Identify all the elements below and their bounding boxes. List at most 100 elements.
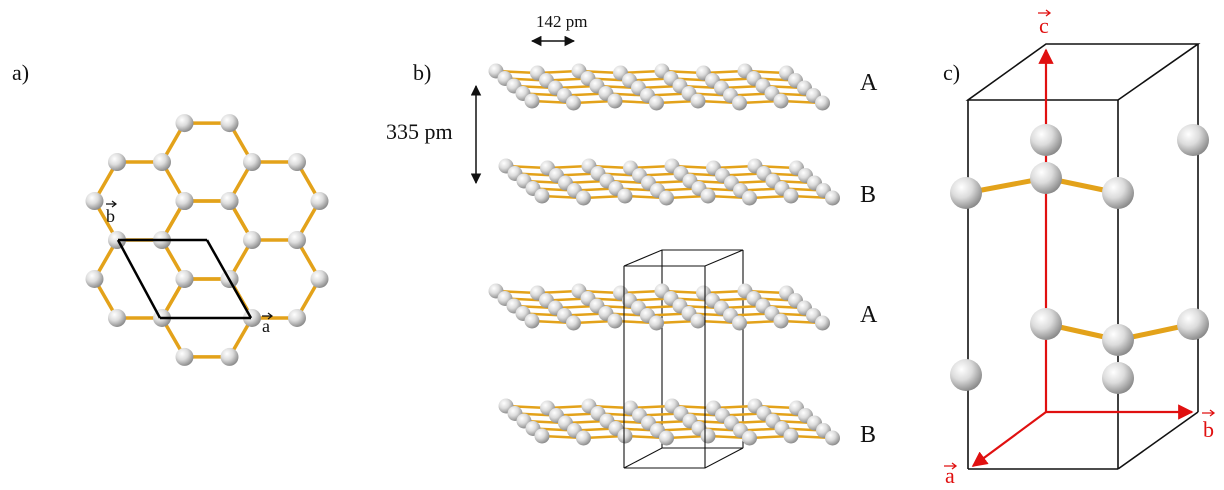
carbon-atom <box>534 428 550 444</box>
axis-a-arrow-icon <box>944 462 958 470</box>
carbon-atom <box>607 313 623 329</box>
carbon-atom <box>524 93 540 109</box>
carbon-atom <box>108 308 126 327</box>
cell-edge <box>1117 411 1199 470</box>
cell-top-face <box>965 43 1201 101</box>
carbon-atom <box>175 269 194 288</box>
carbon-atom <box>607 93 623 109</box>
carbon-atom <box>1030 162 1062 194</box>
carbon-atom <box>524 313 540 329</box>
carbon-atom <box>783 428 799 444</box>
vector-b-label: b <box>106 206 115 226</box>
carbon-atom <box>85 192 104 211</box>
carbon-atom <box>732 95 747 111</box>
carbon-atom <box>1102 362 1134 394</box>
carbon-atom <box>576 430 591 446</box>
layer-label-b2: B <box>860 422 876 448</box>
carbon-atom <box>815 315 830 331</box>
carbon-atom <box>659 190 674 206</box>
carbon-atom <box>649 95 664 111</box>
carbon-atom <box>617 428 633 444</box>
carbon-atom <box>288 308 306 327</box>
graphene-layers <box>488 63 840 446</box>
unit-cell-box <box>965 43 1201 470</box>
unit-cell-edge <box>205 239 253 319</box>
carbon-atom <box>243 153 261 172</box>
carbon-atom <box>950 177 982 209</box>
panel-c-label: c) <box>943 60 960 85</box>
carbon-atom <box>700 428 716 444</box>
carbon-atom <box>742 430 757 446</box>
axis-c-arrow-icon <box>1038 9 1052 17</box>
carbon-atom <box>732 315 747 331</box>
carbon-atom <box>783 188 799 204</box>
axis-a-arrow <box>971 411 1047 467</box>
unit-cell-edge <box>116 239 162 319</box>
panel-c-unit-cell: c) c b a <box>943 9 1216 488</box>
carbon-atom <box>659 430 674 446</box>
bond-length-label: 142 pm <box>536 12 587 31</box>
carbon-atom <box>175 347 194 366</box>
graphene-layer <box>488 63 830 111</box>
carbon-atom <box>700 188 716 204</box>
panel-b-label: b) <box>413 60 431 85</box>
carbon-atom <box>773 93 789 109</box>
carbon-atom <box>243 231 261 249</box>
carbon-atom <box>1102 177 1134 209</box>
vector-a-label: a <box>262 316 270 336</box>
layer-label-a2: A <box>860 302 878 328</box>
carbon-atom <box>649 315 664 331</box>
carbon-atom <box>825 190 840 206</box>
carbon-atom <box>1177 124 1209 156</box>
carbon-atom <box>1030 124 1062 156</box>
cell-bonds <box>963 175 1196 343</box>
carbon-atom <box>617 188 633 204</box>
panel-a-label: a) <box>12 60 29 85</box>
carbon-atom <box>153 153 171 172</box>
carbon-atom <box>742 190 757 206</box>
axis-c-label: c <box>1039 13 1049 38</box>
axis-a-label: a <box>945 463 955 488</box>
interlayer-distance-label: 335 pm <box>386 119 453 144</box>
carbon-atom <box>566 95 581 111</box>
carbon-atom <box>1102 324 1134 356</box>
axis-b-arrow-icon <box>1202 409 1216 417</box>
cell-atoms <box>950 124 1209 394</box>
layer-label-a1: A <box>860 70 878 96</box>
carbon-atom <box>310 269 329 288</box>
panel-a-honeycomb: a) b a <box>12 60 329 366</box>
carbon-atom <box>175 114 194 133</box>
axis-b-label: b <box>1203 417 1214 442</box>
carbon-atom <box>288 153 306 172</box>
carbon-atom <box>815 95 830 111</box>
carbon-atom <box>1030 308 1062 340</box>
stacked-cell-front-edges <box>623 266 744 469</box>
carbon-atom <box>566 315 581 331</box>
graphene-layer <box>498 398 840 446</box>
carbon-atom <box>825 430 840 446</box>
graphene-layer <box>498 158 840 206</box>
carbon-atom <box>690 93 706 109</box>
carbon-atom <box>220 347 239 366</box>
carbon-atom <box>576 190 591 206</box>
carbon-atom <box>108 153 126 172</box>
layer-label-b1: B <box>860 182 876 208</box>
carbon-atom <box>175 192 194 211</box>
stacked-cell-top <box>623 249 744 267</box>
carbon-atom <box>534 188 550 204</box>
carbon-atom <box>220 192 239 211</box>
cell-axes <box>971 48 1194 467</box>
panel-b-stacking: b) 142 pm 335 pm A B A B <box>386 12 878 469</box>
vector-a-arrow-icon <box>262 312 273 320</box>
stacked-cell-bottom <box>623 447 744 469</box>
graphene-layer <box>488 283 830 331</box>
carbon-atom <box>220 114 239 133</box>
carbon-atom <box>288 231 306 249</box>
carbon-atom <box>85 269 104 288</box>
carbon-atom <box>950 359 982 391</box>
carbon-atom <box>1177 308 1209 340</box>
vector-b-arrow-icon <box>106 200 117 208</box>
carbon-atom <box>690 313 706 329</box>
unit-cell-2d <box>116 238 253 320</box>
